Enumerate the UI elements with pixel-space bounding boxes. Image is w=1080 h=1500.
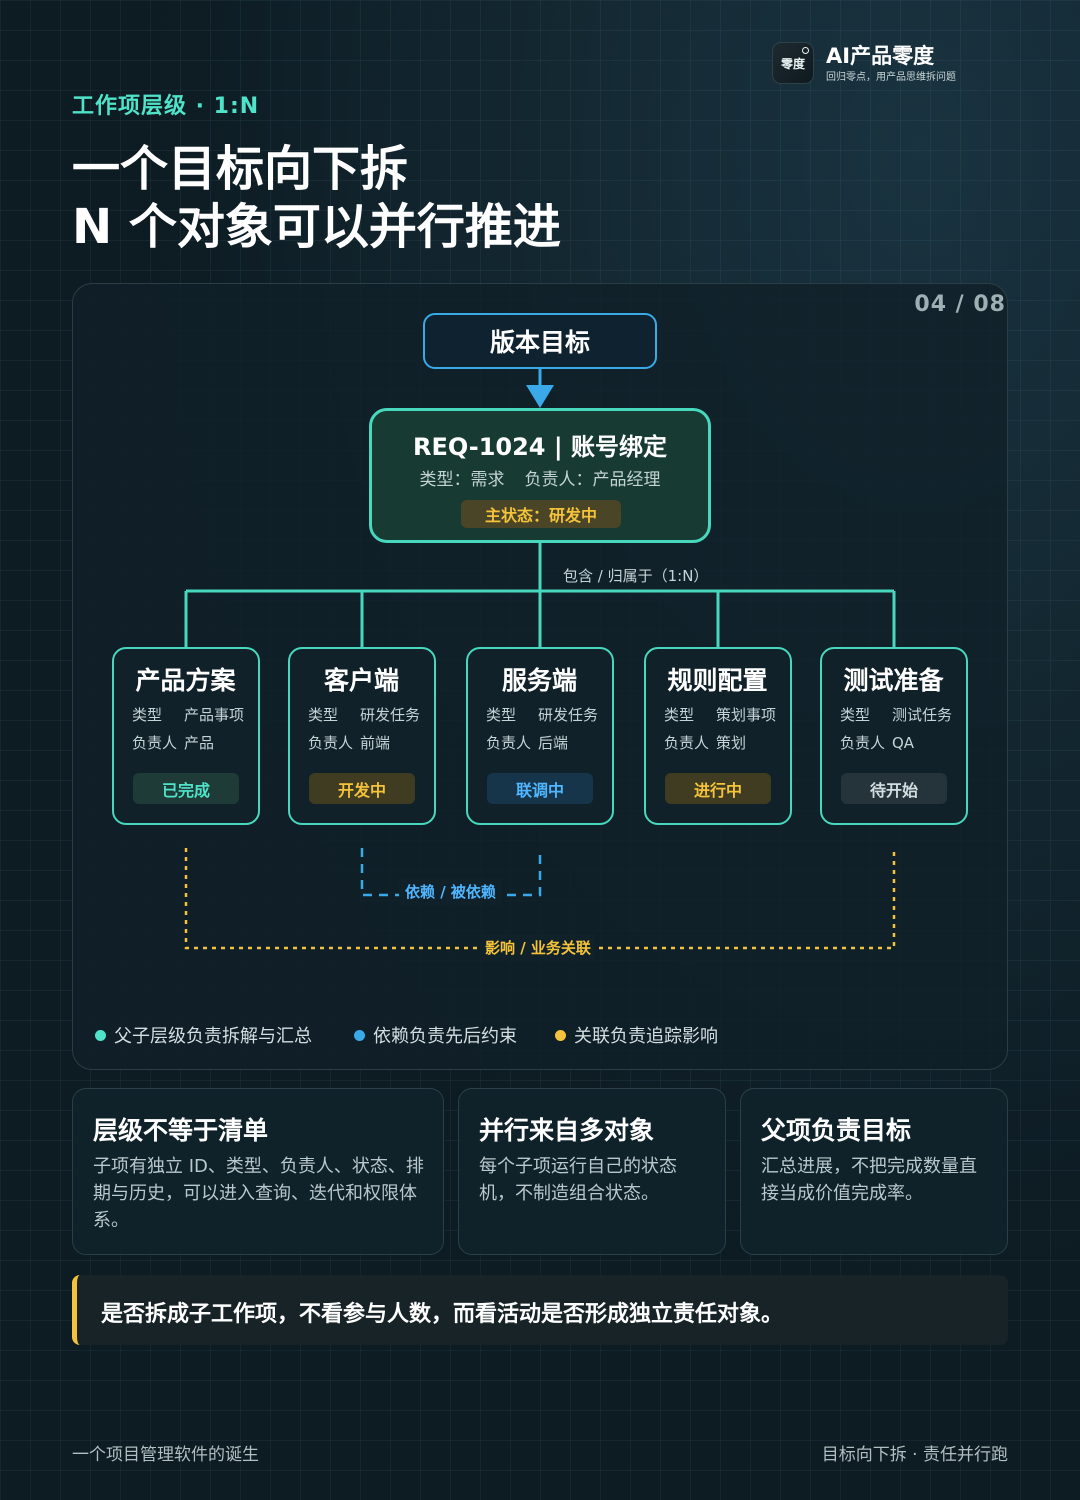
- requirement-meta: 类型：需求负责人：产品经理: [372, 465, 708, 490]
- brand-logo-icon: 零度: [772, 42, 814, 84]
- child-type-key: 类型: [308, 706, 339, 724]
- brand-name: AI产品零度: [826, 44, 935, 68]
- legend-text: 依赖负责先后约束: [373, 1026, 517, 1047]
- child-node-product-plan: 产品方案 类型 产品事项 负责人产品 已完成: [112, 647, 260, 825]
- info-card-parallel: 并行来自多对象 每个子项运行自己的状态机，不制造组合状态。: [458, 1088, 726, 1255]
- child-owner-value: 后端: [538, 734, 569, 752]
- child-type-value: 产品事项: [184, 706, 245, 724]
- child-type-key: 类型: [132, 706, 163, 724]
- child-node-test-prep: 测试准备 类型 测试任务 负责人 QA 待开始: [820, 647, 968, 825]
- child-type-key: 类型: [840, 706, 871, 724]
- legend-item-hierarchy: 父子层级负责拆解与汇总: [95, 1022, 312, 1048]
- child-title: 测试准备: [843, 666, 944, 695]
- brand-tagline: 回归零点，用产品思维拆问题: [826, 72, 956, 83]
- legend-dot-icon: [555, 1029, 566, 1041]
- child-title: 客户端: [323, 666, 399, 695]
- requirement-status-badge: 主状态：研发中: [461, 500, 621, 528]
- impact-label: 影响 / 业务关联: [481, 934, 595, 961]
- child-type-value: 策划事项: [716, 706, 777, 724]
- child-type-value: 研发任务: [360, 706, 421, 724]
- child-owner-key: 负责人: [486, 734, 532, 752]
- goal-node: 版本目标: [423, 313, 657, 369]
- child-type-value: 测试任务: [892, 706, 953, 724]
- child-owner-value: 前端: [360, 734, 391, 752]
- child-owner-key: 负责人: [840, 734, 886, 752]
- section-eyebrow: 工作项层级 · 1:N: [72, 94, 260, 119]
- child-type-key: 类型: [486, 706, 517, 724]
- child-type-row: 类型 策划事项: [664, 704, 776, 725]
- child-owner-value: QA: [892, 734, 915, 752]
- child-status-badge: 开发中: [309, 773, 415, 804]
- info-card-parent-goal: 父项负责目标 汇总进展，不把完成数量直接当成价值完成率。: [740, 1088, 1008, 1255]
- card-title: 层级不等于清单: [93, 1116, 269, 1145]
- brand: 零度 AI产品零度 回归零点，用产品思维拆问题: [772, 40, 1032, 86]
- dependency-label: 依赖 / 被依赖: [399, 878, 502, 905]
- legend-dot-icon: [354, 1029, 365, 1041]
- child-owner-value: 策划: [716, 734, 747, 752]
- key-takeaway: 是否拆成子工作项，不看参与人数，而看活动是否形成独立责任对象。: [72, 1275, 1008, 1345]
- child-type-row: 类型 研发任务: [308, 704, 420, 725]
- goal-arrow-head: [526, 385, 554, 408]
- info-card-hierarchy: 层级不等于清单 子项有独立 ID、类型、负责人、状态、排期与历史，可以进入查询、…: [72, 1088, 444, 1255]
- child-title: 规则配置: [667, 666, 768, 695]
- child-status-badge: 联调中: [487, 773, 593, 804]
- requirement-owner: 负责人：产品经理: [524, 470, 661, 490]
- title-line-1: 一个目标向下拆: [72, 141, 409, 197]
- child-status-badge: 进行中: [665, 773, 771, 804]
- card-body: 汇总进展，不把完成数量直接当成价值完成率。: [761, 1156, 977, 1204]
- child-status-badge: 待开始: [841, 773, 947, 804]
- footer-slogan: 目标向下拆 · 责任并行跑: [821, 1445, 1008, 1465]
- card-body: 子项有独立 ID、类型、负责人、状态、排期与历史，可以进入查询、迭代和权限体系。: [93, 1156, 424, 1231]
- relation-label: 包含 / 归属于（1:N）: [563, 567, 709, 585]
- child-owner-row: 负责人 QA: [840, 732, 914, 753]
- legend-item-association: 关联负责追踪影响: [555, 1022, 718, 1048]
- child-owner-row: 负责人策划: [664, 732, 746, 753]
- key-takeaway-text: 是否拆成子工作项，不看参与人数，而看活动是否形成独立责任对象。: [101, 1302, 784, 1327]
- requirement-title: REQ-1024 | 账号绑定: [413, 433, 667, 461]
- brand-logo-text: 零度: [780, 56, 805, 71]
- child-status-badge: 已完成: [133, 773, 239, 804]
- legend-item-dependency: 依赖负责先后约束: [354, 1022, 517, 1048]
- child-type-row: 类型 产品事项: [132, 704, 244, 725]
- child-owner-row: 负责人前端: [308, 732, 390, 753]
- legend-text: 父子层级负责拆解与汇总: [114, 1026, 312, 1047]
- child-owner-key: 负责人: [308, 734, 354, 752]
- page-title: 一个目标向下拆 N 个对象可以并行推进: [72, 140, 561, 256]
- child-owner-key: 负责人: [132, 734, 178, 752]
- child-owner-value: 产品: [184, 734, 215, 752]
- card-title: 父项负责目标: [761, 1116, 912, 1145]
- child-title: 产品方案: [135, 666, 236, 695]
- child-owner-key: 负责人: [664, 734, 710, 752]
- child-title: 服务端: [501, 666, 577, 695]
- footer-series-title: 一个项目管理软件的诞生: [72, 1445, 259, 1465]
- child-node-client: 客户端 类型 研发任务 负责人前端 开发中: [288, 647, 436, 825]
- requirement-node: REQ-1024 | 账号绑定 类型：需求负责人：产品经理 主状态：研发中: [369, 408, 711, 543]
- requirement-type: 类型：需求: [419, 470, 505, 490]
- legend-text: 关联负责追踪影响: [574, 1026, 718, 1047]
- legend-dot-icon: [95, 1029, 106, 1041]
- child-owner-row: 负责人产品: [132, 732, 214, 753]
- child-owner-row: 负责人后端: [486, 732, 568, 753]
- page-indicator: 04 / 08: [914, 292, 1006, 317]
- child-node-server: 服务端 类型 研发任务 负责人后端 联调中: [466, 647, 614, 825]
- card-body: 每个子项运行自己的状态机，不制造组合状态。: [479, 1156, 677, 1204]
- child-type-value: 研发任务: [538, 706, 599, 724]
- child-type-key: 类型: [664, 706, 695, 724]
- card-title: 并行来自多对象: [479, 1116, 655, 1145]
- logo-dot-icon: [802, 47, 809, 54]
- child-type-row: 类型 测试任务: [840, 704, 952, 725]
- title-line-2: N 个对象可以并行推进: [72, 199, 561, 255]
- child-node-rule-config: 规则配置 类型 策划事项 负责人策划 进行中: [644, 647, 792, 825]
- child-type-row: 类型 研发任务: [486, 704, 598, 725]
